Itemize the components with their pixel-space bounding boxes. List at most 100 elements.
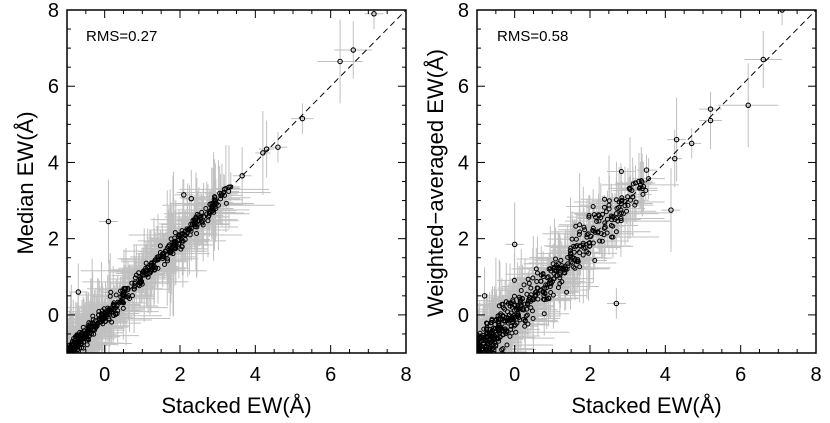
right-cloud-marker xyxy=(525,321,531,327)
left-data-point xyxy=(263,146,270,152)
left-cloud-marker xyxy=(87,327,93,333)
right-cloud-marker xyxy=(582,227,588,233)
left-cloud-marker xyxy=(160,253,166,259)
left-y-axis-label: Median EW(Å) xyxy=(13,111,38,254)
right-cloud-marker xyxy=(577,264,583,270)
right-cloud-marker xyxy=(486,357,490,361)
left-cloud-marker xyxy=(207,211,213,217)
left-cloud-marker xyxy=(114,302,120,308)
right-cloud-marker xyxy=(496,303,502,309)
left-cloud-marker xyxy=(58,354,62,358)
right-cloud-marker xyxy=(475,357,479,361)
right-cloud-marker xyxy=(488,320,494,326)
left-cloud-marker xyxy=(151,259,157,265)
left-cloud-marker xyxy=(51,358,55,362)
right-cloud-marker xyxy=(559,265,565,271)
right-cloud-marker xyxy=(526,280,532,286)
right-cloud-marker xyxy=(590,203,596,209)
left-cloud-marker xyxy=(165,258,171,264)
left-cloud-marker xyxy=(176,240,182,246)
right-cloud-marker xyxy=(595,230,601,236)
right-cloud-marker xyxy=(606,198,612,204)
right-cloud-marker xyxy=(596,218,602,224)
left-cloud-marker xyxy=(90,320,96,326)
left-cloud-marker xyxy=(55,354,59,358)
right-cloud-marker xyxy=(468,361,472,365)
right-cloud-marker xyxy=(552,264,558,270)
right-cloud-marker xyxy=(511,293,517,299)
left-cloud-marker xyxy=(48,372,52,376)
left-cloud-marker xyxy=(125,294,131,300)
right-cloud-marker xyxy=(551,270,557,276)
right-cloud-marker xyxy=(610,234,616,240)
right-cloud-marker xyxy=(511,277,517,283)
left-cloud-marker xyxy=(58,352,62,356)
right-cloud-marker xyxy=(463,356,467,360)
left-cloud-marker xyxy=(53,367,57,371)
right-cloud-marker xyxy=(613,197,619,203)
left-rms-annotation: RMS=0.27 xyxy=(86,28,157,45)
right-cloud-marker xyxy=(478,352,481,353)
right-cloud-marker xyxy=(625,194,631,200)
right-cloud-marker xyxy=(480,332,486,338)
right-cloud-marker xyxy=(495,352,498,353)
left-cloud-marker xyxy=(59,353,63,357)
left-data-point xyxy=(350,47,357,53)
right-cloud-marker xyxy=(491,350,497,353)
left-cloud-marker xyxy=(75,347,81,353)
right-cloud-marker xyxy=(624,208,630,214)
right-cloud-marker xyxy=(467,362,471,366)
right-y-tick-label: 6 xyxy=(458,76,469,98)
right-cloud-marker xyxy=(601,204,607,210)
left-data-point xyxy=(207,201,213,208)
left-cloud-marker xyxy=(80,336,86,342)
right-cloud-marker xyxy=(473,353,477,357)
left-cloud-marker xyxy=(52,366,56,370)
right-y-tick-label: 0 xyxy=(458,305,469,327)
right-cloud-marker xyxy=(500,332,506,338)
left-cloud-marker xyxy=(64,354,68,358)
left-cloud-marker xyxy=(47,366,51,370)
right-cloud-marker xyxy=(530,275,536,281)
left-cloud-marker xyxy=(149,260,155,266)
right-cloud-marker xyxy=(619,195,625,201)
right-cloud-marker xyxy=(597,238,603,244)
left-cloud-marker xyxy=(63,359,67,363)
right-data-point xyxy=(602,224,608,230)
right-cloud-marker xyxy=(565,263,571,269)
left-x-axis-label: Stacked EW(Å) xyxy=(161,393,311,418)
right-cloud-marker xyxy=(476,357,480,361)
left-x-tick-label: 8 xyxy=(400,364,411,386)
left-cloud-marker xyxy=(60,359,64,363)
right-cloud-marker xyxy=(591,228,597,234)
right-cloud-marker xyxy=(546,266,552,272)
right-y-tick-label: 2 xyxy=(458,229,469,251)
right-cloud-marker xyxy=(530,316,536,322)
left-y-tick-label: 0 xyxy=(48,305,59,327)
right-x-tick-label: 4 xyxy=(660,364,671,386)
right-cloud-marker xyxy=(479,362,483,366)
right-cloud-marker xyxy=(493,343,499,349)
right-cloud-marker xyxy=(502,318,508,324)
right-cloud-marker xyxy=(478,357,482,361)
right-cloud-marker xyxy=(514,320,520,326)
left-cloud-marker xyxy=(129,293,135,299)
right-cloud-marker xyxy=(524,301,530,307)
left-cloud-marker xyxy=(131,286,137,292)
left-cloud-marker xyxy=(155,265,161,271)
right-cloud-marker xyxy=(522,323,528,329)
left-cloud-marker xyxy=(49,358,53,362)
left-cloud-marker xyxy=(218,196,224,202)
left-cloud-marker xyxy=(87,324,93,330)
left-cloud-marker xyxy=(183,233,189,239)
right-cloud-marker xyxy=(453,385,457,389)
right-cloud-marker xyxy=(467,365,471,369)
right-cloud-marker xyxy=(472,333,476,337)
left-x-tick-label: 4 xyxy=(250,364,261,386)
right-cloud-marker xyxy=(546,281,552,287)
right-cloud-marker xyxy=(572,265,578,271)
right-cloud-marker xyxy=(609,217,615,223)
left-cloud-marker xyxy=(155,256,161,262)
